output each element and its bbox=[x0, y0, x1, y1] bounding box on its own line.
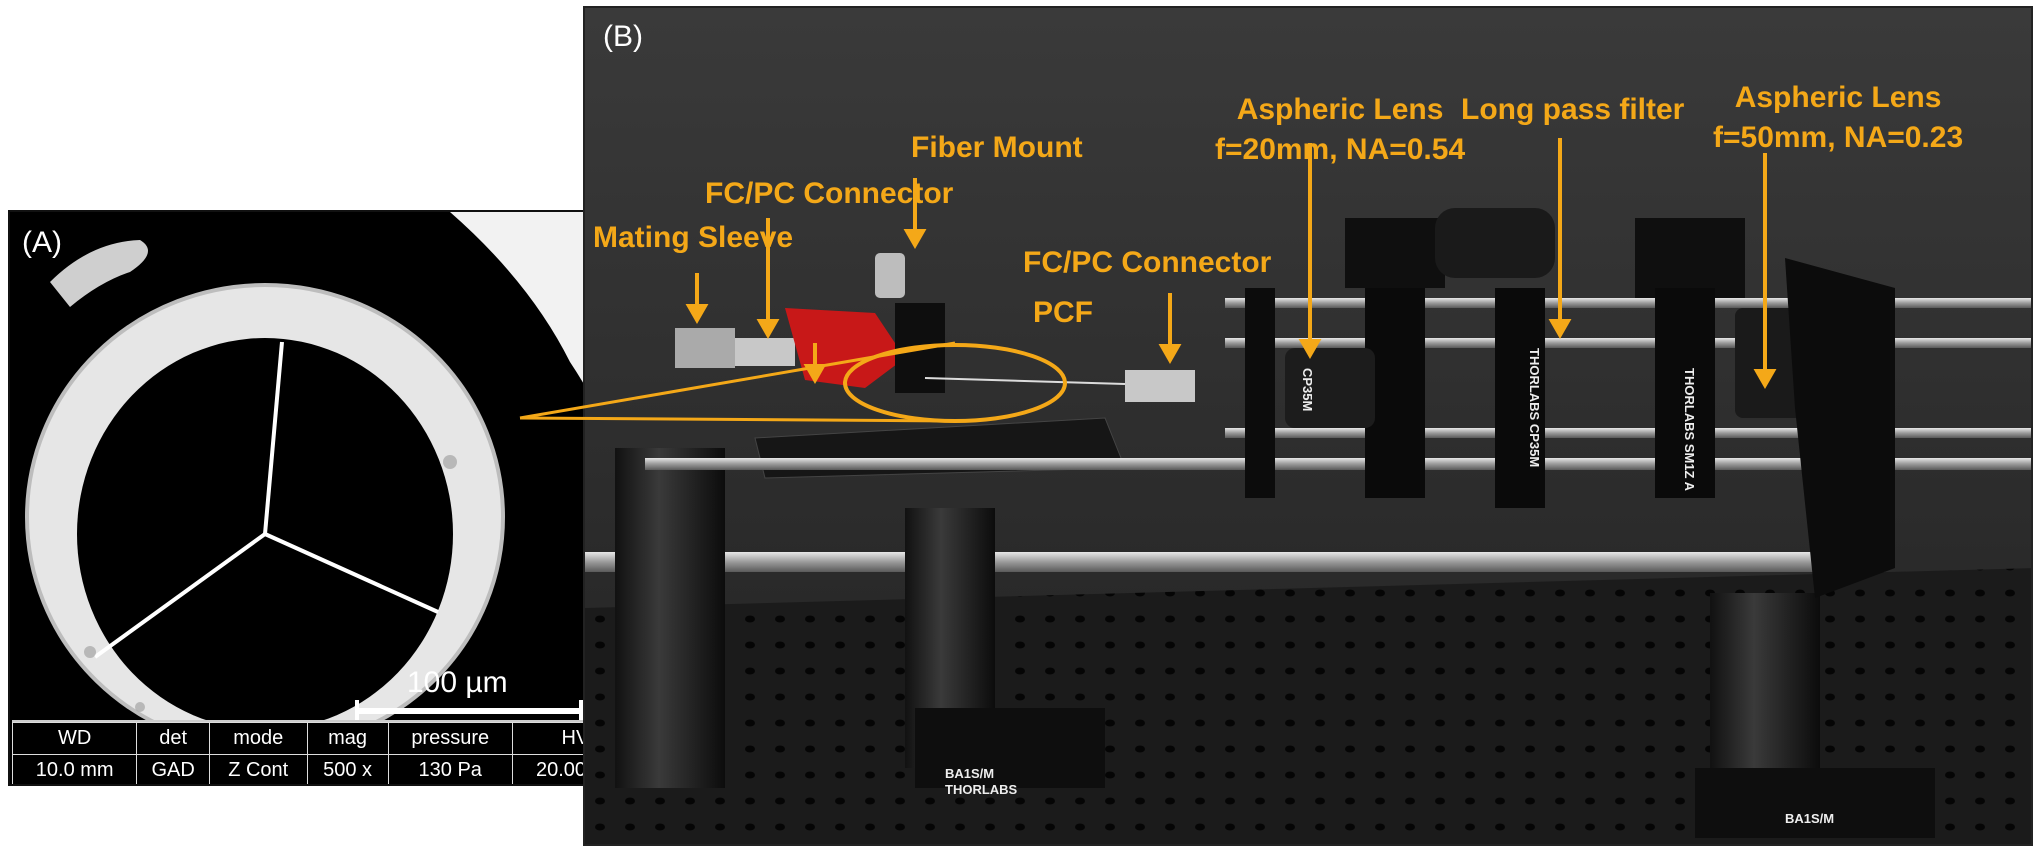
label-aspheric-lens-1-line2: f=20mm, NA=0.54 bbox=[1215, 133, 1466, 166]
lens-mount-2 bbox=[1655, 288, 1715, 498]
fc-pc-connector-left-body bbox=[735, 338, 795, 366]
label-aspheric-lens-1: Aspheric Lens f=20mm, NA=0.54 bbox=[1215, 90, 1465, 170]
sem-value-mode: Z Cont bbox=[208, 753, 308, 784]
sem-info-bar: WD det mode mag pressure HV 10.0 mm GAD … bbox=[11, 720, 639, 784]
label-fc-pc-connector-right: FC/PC Connector bbox=[1023, 246, 1272, 279]
sem-info-table: WD det mode mag pressure HV 10.0 mm GAD … bbox=[11, 722, 639, 784]
fiber-struts bbox=[93, 341, 439, 659]
panel-b-label: (B) bbox=[603, 20, 643, 53]
label-aspheric-lens-1-line1: Aspheric Lens bbox=[1236, 93, 1444, 126]
cage-rod-top bbox=[1225, 298, 2031, 308]
label-long-pass-filter: Long pass filter bbox=[1461, 93, 1685, 126]
label-aspheric-lens-2-line1: Aspheric Lens bbox=[1734, 81, 1942, 114]
sem-debris bbox=[50, 240, 148, 307]
pcf-fiber bbox=[924, 377, 1126, 385]
setup-photo-panel: CP35M THORLABS CP35M THORLABS SM1Z A BA1… bbox=[583, 6, 2033, 846]
lens-tube-1-marking: CP35M bbox=[1300, 368, 1315, 411]
lens-tube-2-marking: THORLABS SM1Z A bbox=[1682, 368, 1697, 492]
micrometer bbox=[1435, 208, 1555, 278]
scale-bar-label: 100 µm bbox=[407, 666, 508, 699]
filter-mount bbox=[1495, 288, 1545, 508]
label-fc-pc-connector-left: FC/PC Connector bbox=[705, 177, 954, 210]
base-right bbox=[1695, 768, 1935, 838]
label-fiber-mount: Fiber Mount bbox=[911, 131, 1083, 164]
filter-mount-marking: THORLABS CP35M bbox=[1527, 348, 1542, 467]
post-left bbox=[615, 448, 725, 788]
setup-photo: CP35M THORLABS CP35M THORLABS SM1Z A BA1… bbox=[585, 8, 2031, 844]
fiber-mount-knob bbox=[875, 253, 905, 298]
cage-rod-3 bbox=[1225, 428, 2031, 438]
base-right-marking: BA1S/M bbox=[1785, 811, 1834, 826]
label-pcf: PCF bbox=[1033, 296, 1093, 329]
sem-value-wd: 10.0 mm bbox=[11, 753, 138, 784]
base-middle bbox=[915, 708, 1105, 788]
sem-edge-texture bbox=[84, 455, 457, 712]
sem-value-mag: 500 x bbox=[306, 753, 389, 784]
sem-info-value-row: 10.0 mm GAD Z Cont 500 x 130 Pa 20.00 kV bbox=[11, 753, 639, 784]
label-aspheric-lens-2-line2: f=50mm, NA=0.23 bbox=[1713, 121, 1964, 154]
cage-rod-2 bbox=[1225, 338, 2031, 348]
panel-a-label: (A) bbox=[22, 226, 62, 259]
sem-header-det: det bbox=[136, 722, 210, 755]
sem-header-mag: mag bbox=[306, 722, 389, 755]
lens-mount-2-top bbox=[1635, 218, 1745, 298]
fc-pc-connector-right-body bbox=[1125, 370, 1195, 402]
sem-header-mode: mode bbox=[208, 722, 308, 755]
sem-image-panel: (A) 100 µm WD det mode mag pressure HV 1… bbox=[8, 210, 641, 786]
lens-mount-1-top bbox=[1345, 218, 1445, 288]
mating-sleeve-body bbox=[675, 328, 735, 368]
sem-value-pressure: 130 Pa bbox=[387, 753, 513, 784]
sem-cross-section bbox=[25, 212, 639, 751]
base-left-brand: THORLABS bbox=[945, 782, 1018, 797]
sem-value-det: GAD bbox=[136, 753, 210, 784]
equipment-markings: CP35M THORLABS CP35M THORLABS SM1Z A BA1… bbox=[945, 348, 1834, 826]
cage-plate-1 bbox=[1245, 288, 1275, 498]
lens-tube-1 bbox=[1285, 348, 1375, 428]
label-aspheric-lens-2: Aspheric Lens f=50mm, NA=0.23 bbox=[1713, 78, 1963, 158]
end-mount bbox=[1785, 258, 1895, 598]
sem-header-pressure: pressure bbox=[387, 722, 513, 755]
scale-bar-line bbox=[355, 700, 583, 722]
base-left-marking: BA1S/M bbox=[945, 766, 994, 781]
label-mating-sleeve: Mating Sleeve bbox=[593, 221, 794, 254]
sem-info-header-row: WD det mode mag pressure HV bbox=[11, 722, 639, 755]
long-rod-lower bbox=[585, 552, 1885, 572]
scale-bar: 100 µm bbox=[355, 666, 585, 722]
sem-header-wd: WD bbox=[11, 722, 138, 755]
